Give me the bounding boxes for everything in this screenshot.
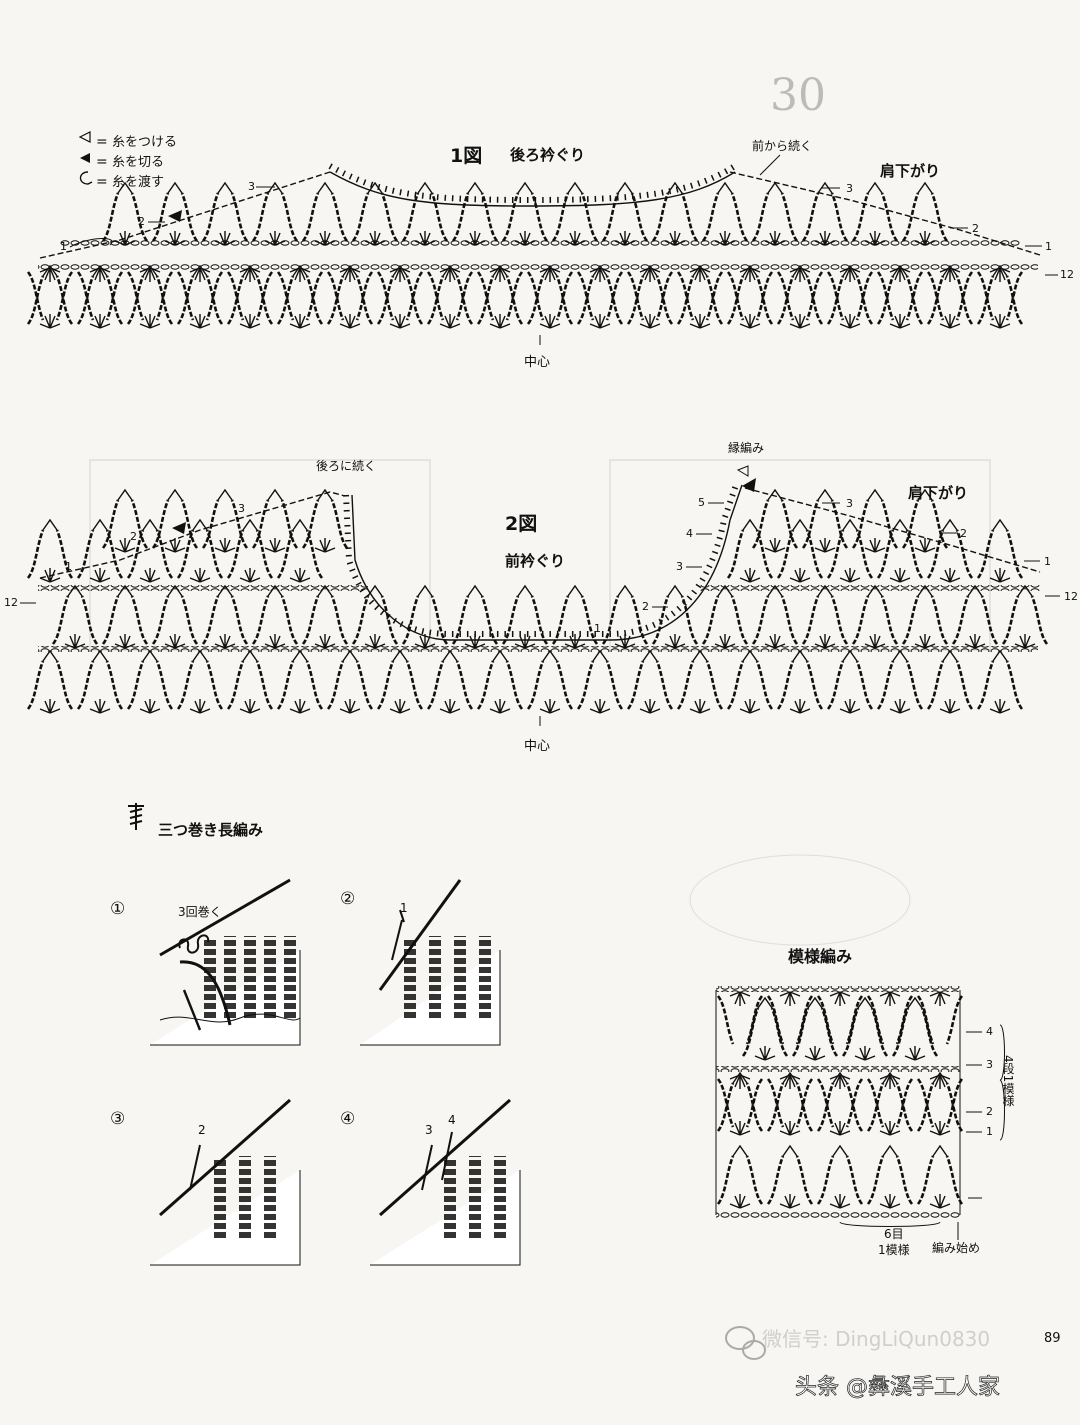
svg-text:1: 1 — [986, 1125, 993, 1138]
svg-text:④: ④ — [340, 1109, 355, 1129]
svg-text:2: 2 — [986, 1105, 993, 1118]
step-3-illustration: ③ 2 — [110, 1098, 301, 1266]
legend-attach-label: = — [96, 134, 108, 150]
svg-text:2: 2 — [642, 600, 649, 613]
svg-text:②: ② — [340, 889, 355, 909]
svg-text:1: 1 — [1044, 555, 1051, 568]
svg-text:3: 3 — [986, 1058, 993, 1071]
legend-cut-text: 糸を切る — [112, 155, 164, 170]
svg-text:3: 3 — [425, 1123, 433, 1137]
fig1-cut-marker-icon — [168, 210, 182, 222]
pattern-repeat-rows: 4段1模様 — [1001, 1055, 1015, 1106]
watermark-line1: 微信号: DingLiQun0830 — [762, 1327, 990, 1351]
svg-text:3: 3 — [846, 182, 853, 195]
fig2-cut-marker-right-icon — [742, 478, 756, 492]
svg-text:=: = — [96, 174, 108, 190]
fig1-diagram: 1図 後ろ衿ぐり 前から続く 肩下がり 3 2 — [26, 138, 1074, 370]
step-1-illustration: ① 3回巻く — [110, 878, 301, 1046]
fig1-shoulder-label: 肩下がり — [880, 162, 940, 180]
svg-text:3: 3 — [248, 180, 255, 193]
svg-text:4: 4 — [448, 1113, 456, 1127]
fig1-continue-note: 前から続く — [752, 138, 812, 153]
svg-text:1: 1 — [594, 622, 601, 635]
triple-treble-section: 三つ巻き長編み ① 3回巻く ② 1 ③ 2 — [110, 803, 521, 1266]
svg-text:12: 12 — [4, 596, 18, 609]
pattern-repeat-stitch-count: 6目 — [884, 1227, 904, 1241]
fig2-attach-marker-icon — [736, 465, 749, 477]
watermark: 微信号: DingLiQun0830 头条 @彝溪手工人家 — [725, 1326, 1000, 1400]
fig2-cut-marker-left-icon — [172, 522, 186, 534]
legend-attach-text: 糸をつける — [112, 135, 177, 150]
svg-text:3: 3 — [676, 560, 683, 573]
svg-text:③: ③ — [110, 1109, 125, 1129]
step-2-illustration: ② 1 — [340, 879, 501, 1046]
svg-text:4: 4 — [686, 527, 693, 540]
cut-yarn-icon — [80, 153, 90, 163]
pattern-chart — [715, 986, 964, 1218]
svg-text:5: 5 — [698, 496, 705, 509]
legend: = 糸をつける = 糸を切る = 糸を渡す — [78, 131, 177, 190]
fig1-subtitle: 後ろ衿ぐり — [509, 146, 585, 164]
svg-text:1: 1 — [60, 240, 67, 253]
svg-text:1: 1 — [1045, 240, 1052, 253]
pattern-start-label: 編み始め — [932, 1240, 980, 1255]
fig2-diagram: 2図 前衿ぐり 後ろに続く 縁編み 肩下がり — [4, 440, 1078, 754]
svg-text:12: 12 — [1060, 268, 1074, 281]
svg-text:30: 30 — [770, 70, 826, 121]
svg-text:3回巻く: 3回巻く — [178, 905, 222, 919]
fig2-center-label: 中心 — [524, 739, 550, 754]
fig1-title: 1図 — [450, 145, 482, 167]
fig2-shoulder-label: 肩下がり — [908, 484, 968, 502]
legend-carry-text: 糸を渡す — [112, 174, 164, 190]
triple-treble-title: 三つ巻き長編み — [158, 821, 263, 839]
triple-treble-symbol-icon — [128, 803, 144, 830]
pattern-repeat-stitch-unit: 1模様 — [878, 1243, 910, 1257]
fig2-title: 2図 — [505, 513, 537, 535]
svg-text:1: 1 — [65, 560, 72, 573]
svg-text:2: 2 — [960, 527, 967, 540]
svg-text:4: 4 — [986, 1025, 993, 1038]
svg-text:2: 2 — [130, 530, 137, 543]
svg-text:①: ① — [110, 899, 125, 919]
pattern-title: 模様編み — [788, 947, 852, 966]
fig2-subtitle: 前衿ぐり — [505, 552, 565, 570]
attach-yarn-icon — [78, 131, 91, 143]
fig1-center-label: 中心 — [524, 355, 550, 370]
wechat-icon — [725, 1326, 766, 1360]
carry-yarn-icon — [79, 171, 93, 185]
fig1-stitch-rows — [26, 181, 1038, 330]
svg-text:1: 1 — [400, 901, 408, 915]
fig2-edging-label: 縁編み — [728, 440, 764, 455]
step-4-illustration: ④ 3 4 — [340, 1098, 521, 1266]
svg-text:2: 2 — [138, 215, 145, 228]
svg-text:2: 2 — [198, 1123, 206, 1137]
svg-text:12: 12 — [1064, 590, 1078, 603]
svg-text:3: 3 — [846, 497, 853, 510]
svg-text:=: = — [96, 154, 108, 170]
fig2-continue-note: 後ろに続く — [316, 459, 376, 473]
fig2-stitch-rows — [26, 488, 1049, 715]
pattern-section: 模様編み 4 3 2 — [715, 947, 1015, 1257]
page-number: 89 — [1044, 1331, 1061, 1346]
svg-text:3: 3 — [238, 502, 245, 515]
watermark-line2: 头条 @彝溪手工人家 — [795, 1375, 1000, 1400]
svg-text:2: 2 — [972, 222, 979, 235]
